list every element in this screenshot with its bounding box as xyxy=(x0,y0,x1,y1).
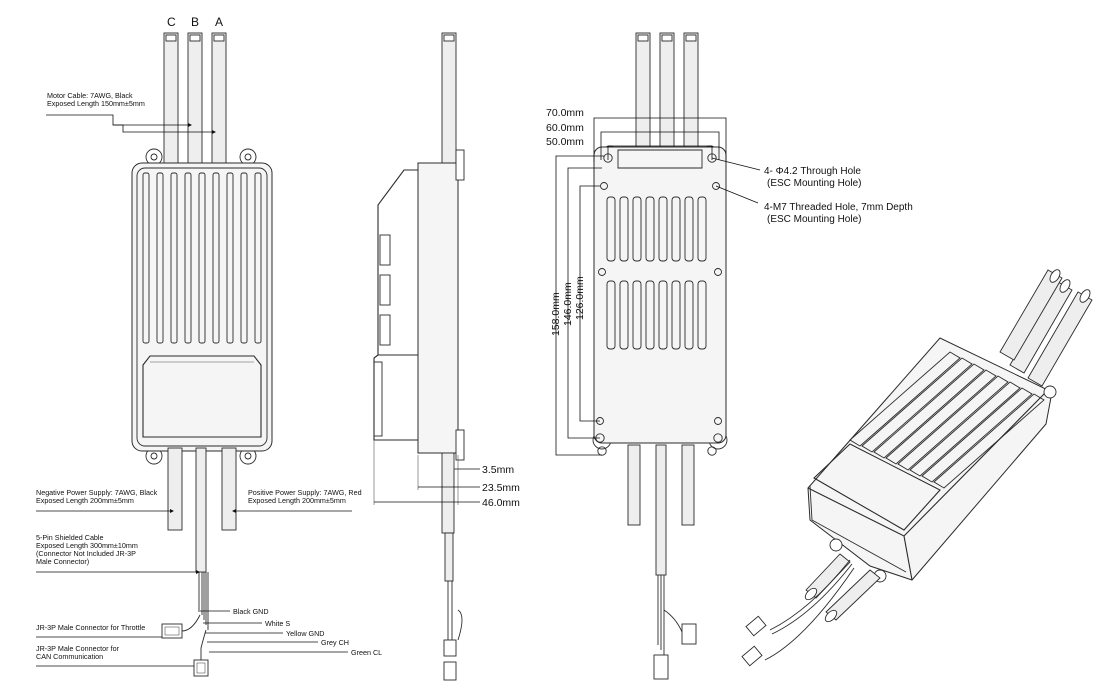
motor-cable-label: Motor Cable: 7AWG, Black xyxy=(47,91,133,100)
signal-cable-note: (Connector Not Included JR-3P xyxy=(36,549,136,558)
side-dimensions: 3.5mm 23.5mm 46.0mm xyxy=(373,440,520,509)
phase-label-c: C xyxy=(167,15,176,29)
wire-white-label: White S xyxy=(265,619,290,628)
can-connector xyxy=(193,659,209,677)
signal-cable-length: Exposed Length 300mm±10mm xyxy=(36,541,138,550)
phase-label-a: A xyxy=(215,15,223,29)
back-view xyxy=(592,32,728,680)
vent-slots xyxy=(606,196,707,350)
height-dim-126: 126.0mm xyxy=(574,276,586,320)
wire-black-label: Black GND xyxy=(233,607,269,616)
phase-label-b: B xyxy=(191,15,199,29)
through-hole-sub: (ESC Mounting Hole) xyxy=(767,178,861,189)
esc-body-isometric xyxy=(807,337,1053,581)
height-dim-158: 158.0mm xyxy=(550,292,562,336)
side-dim-46-0: 46.0mm xyxy=(482,497,520,509)
wire-grey-label: Grey CH xyxy=(321,638,349,647)
mounting-holes xyxy=(595,153,723,456)
threaded-hole-sub: (ESC Mounting Hole) xyxy=(767,214,861,225)
front-view: C B A xyxy=(131,15,273,677)
negative-power-length: Exposed Length 200mm±5mm xyxy=(36,496,134,505)
width-dim-60: 60.0mm xyxy=(546,122,584,134)
height-dim-146: 146.0mm xyxy=(562,282,574,326)
motor-cables xyxy=(163,32,227,174)
heatsink-fins xyxy=(142,172,262,344)
wire-green-label: Green CL xyxy=(351,648,382,657)
esc-body-side xyxy=(417,162,459,454)
esc-body-front xyxy=(131,162,273,452)
signal-cable-note-2: Male Connector) xyxy=(36,557,89,566)
positive-power-label: Positive Power Supply: 7AWG, Red xyxy=(248,488,362,497)
width-dim-70: 70.0mm xyxy=(546,107,584,119)
side-view xyxy=(373,32,465,681)
throttle-connector-label: JR-3P Male Connector for Throttle xyxy=(36,623,145,632)
can-connector-label-2: CAN Communication xyxy=(36,652,103,661)
negative-power-label: Negative Power Supply: 7AWG, Black xyxy=(36,488,158,497)
back-dimensions: 70.0mm 60.0mm 50.0mm 158.0mm 146.0mm 126… xyxy=(546,107,913,456)
wire-yellow-label: Yellow GND xyxy=(286,629,324,638)
motor-cable-length: Exposed Length 150mm±5mm xyxy=(47,99,145,108)
width-dim-50: 50.0mm xyxy=(546,136,584,148)
through-hole-label: 4- Φ4.2 Through Hole xyxy=(764,166,861,177)
side-dim-23-5: 23.5mm xyxy=(482,482,520,494)
isometric-view xyxy=(741,269,1093,667)
positive-power-length: Exposed Length 200mm±5mm xyxy=(248,496,346,505)
signal-cable-label: 5-Pin Shielded Cable xyxy=(36,533,104,542)
isometric-fins xyxy=(849,351,1045,489)
front-annotations: Motor Cable: 7AWG, Black Exposed Length … xyxy=(36,91,382,667)
threaded-hole-label: 4-M7 Threaded Hole, 7mm Depth xyxy=(764,202,913,213)
side-dim-3-5: 3.5mm xyxy=(482,464,514,476)
can-connector-label: JR-3P Male Connector for xyxy=(36,644,120,653)
